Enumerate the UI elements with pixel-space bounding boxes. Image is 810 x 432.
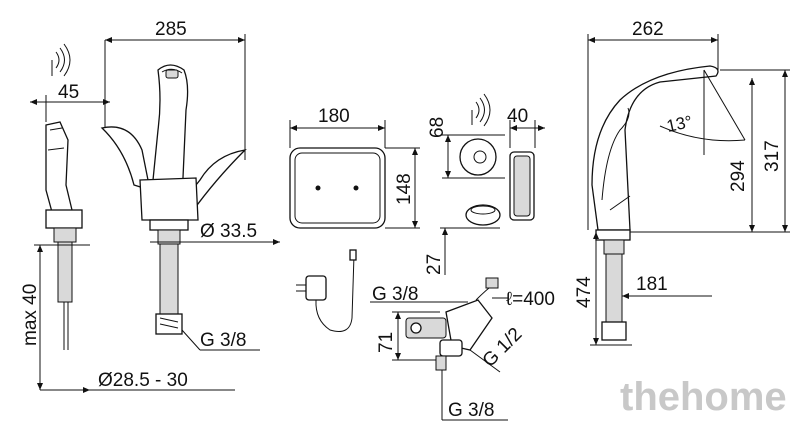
dim-180: 180 [318, 106, 350, 127]
dim-148: 148 [394, 173, 415, 205]
dim-71: 71 [376, 332, 397, 353]
faucet-side-view [587, 34, 790, 346]
faucet-front-view [40, 34, 280, 393]
dim-diameter-33-5: Ø 33.5 [200, 221, 257, 242]
dim-317: 317 [762, 140, 783, 172]
dim-262: 262 [632, 19, 664, 40]
wireless-signal-icon [471, 93, 491, 127]
dim-thread-left: G 3/8 [200, 330, 246, 351]
dim-45: 45 [58, 82, 79, 103]
dim-diameter-hole: Ø28.5 - 30 [98, 370, 188, 391]
dim-285: 285 [155, 19, 187, 40]
watermark: thehome [620, 375, 787, 419]
dim-181: 181 [636, 274, 668, 295]
dim-68: 68 [427, 117, 448, 138]
dim-valve-thread-bottom: G 3/8 [448, 400, 494, 421]
dim-valve-thread-top: G 3/8 [372, 284, 418, 305]
dim-40: 40 [507, 106, 528, 127]
sensor-cap [442, 93, 545, 226]
dim-valve-thread-half: G 1/2 [479, 324, 527, 372]
wireless-signal-icon [51, 43, 71, 77]
dim-valve-length: ℓ=400 [506, 289, 555, 310]
dim-474: 474 [574, 276, 595, 308]
dim-27: 27 [424, 254, 445, 275]
power-adapter [296, 249, 357, 332]
dim-max-40: max 40 [20, 284, 41, 346]
left-sensor-side-view [30, 40, 110, 390]
control-panel-front [289, 120, 500, 275]
dim-13-degrees: 13° [665, 112, 694, 136]
dim-294: 294 [728, 160, 749, 192]
solenoid-valve [370, 277, 508, 421]
